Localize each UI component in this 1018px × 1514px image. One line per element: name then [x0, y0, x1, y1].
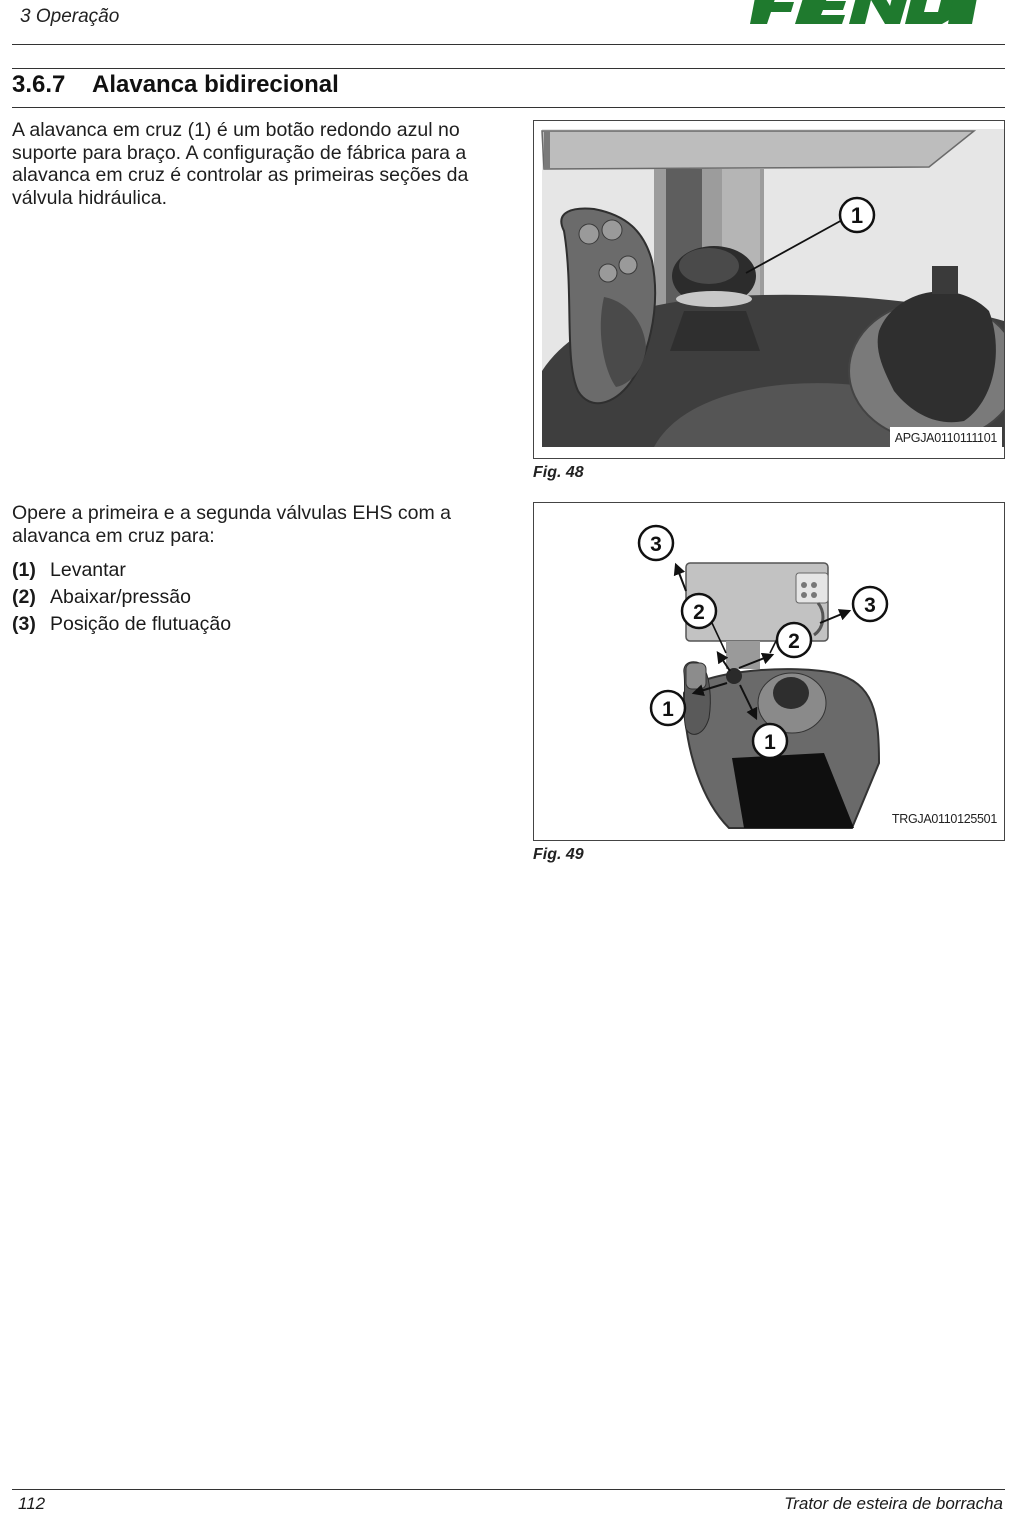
figure-49-callout-2-right: 2	[788, 630, 800, 653]
header-rule	[12, 44, 1005, 45]
legend-text: Levantar	[50, 559, 126, 581]
section-number: 3.6.7	[12, 71, 66, 98]
intro-paragraph: A alavanca em cruz (1) é um botão redond…	[12, 119, 469, 209]
legend-list: (1) Levantar (2) Abaixar/pressão (3) Posiçã…	[12, 557, 512, 638]
legend-key: (1)	[12, 559, 36, 581]
section-rule-top	[12, 68, 1005, 69]
figure-49-callout-3-top: 3	[650, 533, 662, 556]
figure-48-callout-1: 1	[851, 203, 863, 228]
figure-49-callout-1-bottom: 1	[764, 731, 776, 754]
running-header-chapter: 3 Operação	[20, 6, 120, 27]
legend-text: Abaixar/pressão	[50, 586, 191, 608]
footer-document-title: Trator de esteira de borracha	[784, 1494, 1003, 1513]
footer-rule	[12, 1489, 1005, 1490]
figure-49-callout-3-right: 3	[864, 594, 876, 617]
brand-logo	[750, 0, 977, 24]
figure-48-code: APGJA0110111101	[894, 431, 998, 445]
page-number: 112	[18, 1494, 46, 1513]
figure-48-illustration: 1	[541, 129, 1004, 447]
section-title-text: Alavanca bidirecional	[92, 71, 339, 98]
figure-49-callout-1-left: 1	[662, 698, 674, 721]
legend-key: (2)	[12, 586, 36, 608]
figure-49-callout-2-left: 2	[693, 601, 705, 624]
legend-item: (1) Levantar	[12, 557, 512, 584]
legend-text: Posição de flutuação	[50, 613, 232, 635]
second-paragraph: Opere a primeira e a segunda válvulas EH…	[12, 502, 451, 547]
figure-48-caption: Fig. 48	[533, 464, 584, 481]
legend-item: (2) Abaixar/pressão	[12, 584, 512, 611]
section-title: 3.6.7 Alavanca bidirecional	[12, 71, 339, 99]
figure-49-illustration: 3 2 3 2 1 1	[637, 524, 889, 829]
figure-48-frame: 1 APGJA0110111101	[533, 120, 1005, 459]
section-rule-bottom	[12, 107, 1005, 108]
legend-key: (3)	[12, 613, 36, 635]
figure-49-code: TRGJA0110125501	[891, 812, 997, 826]
legend-item: (3) Posição de flutuação	[12, 611, 512, 638]
figure-49-caption: Fig. 49	[533, 846, 584, 863]
figure-49-frame: 3 2 3 2 1 1 TRGJA0110125501	[533, 502, 1005, 841]
